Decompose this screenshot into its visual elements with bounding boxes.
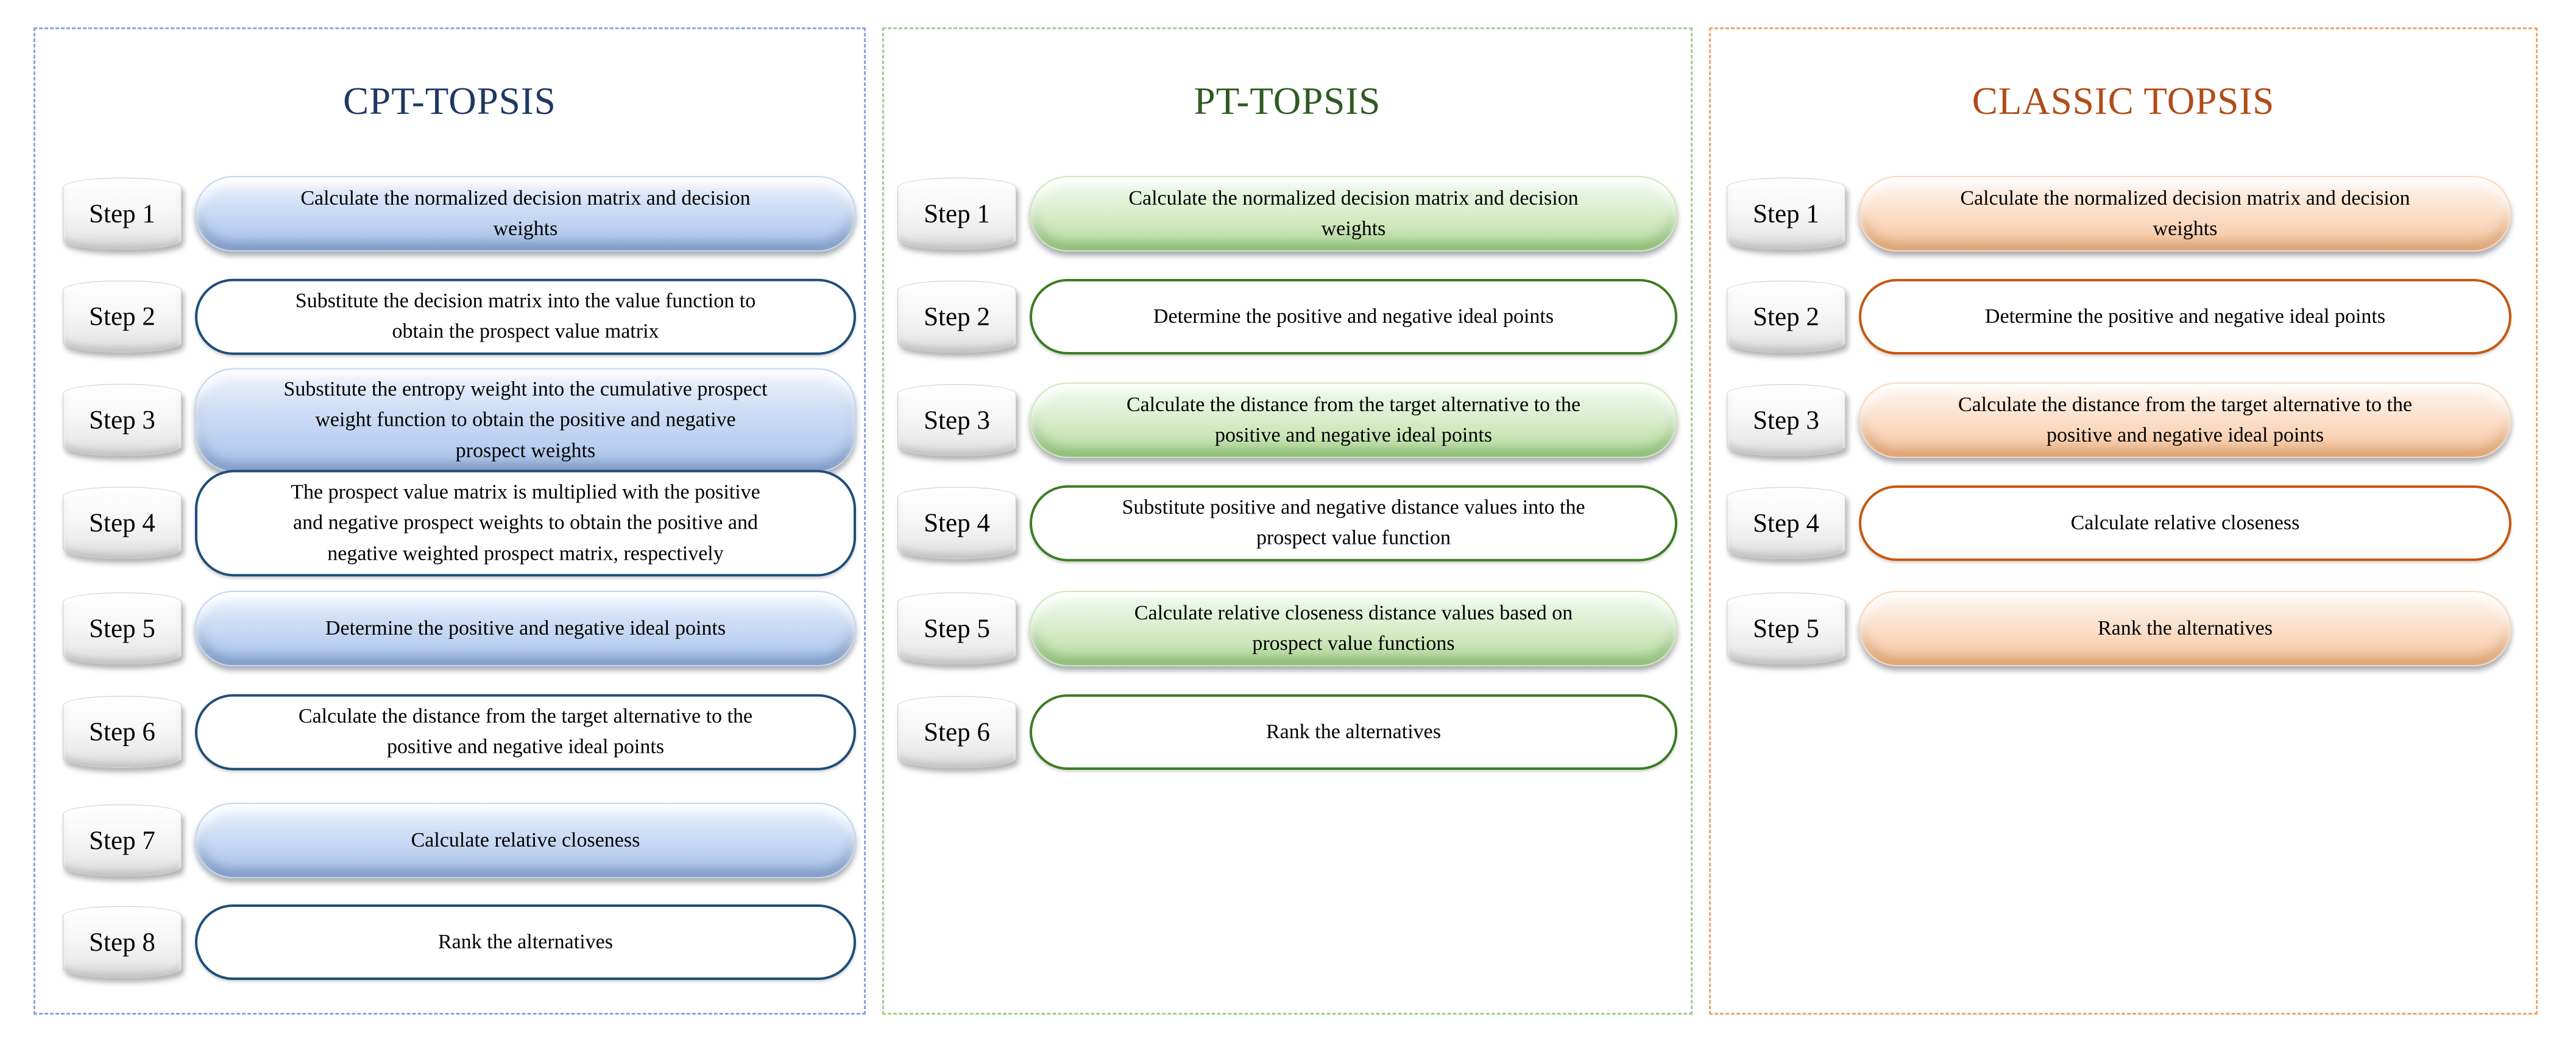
step-text: Calculate relative closeness [2070, 511, 2300, 534]
step-tab: Step 1 [1727, 178, 1845, 250]
step-row: Step 6 Calculate the distance from the t… [35, 694, 864, 770]
step-tab: Step 4 [63, 487, 182, 559]
step-tab: Step 1 [63, 178, 182, 250]
step-row: Step 5 Rank the alternatives [1711, 591, 2536, 666]
step-tab: Step 6 [63, 696, 182, 768]
step-text: Calculate the distance from the target a… [1958, 393, 2413, 446]
step-tab: Step 6 [897, 696, 1016, 768]
step-text: Calculate the normalized decision matrix… [300, 186, 751, 240]
step-row: Step 6 Rank the alternatives [884, 694, 1691, 770]
step-text: Calculate relative closeness distance va… [1134, 601, 1573, 655]
panel-classic-topsis: CLASSIC TOPSIS Step 1 Calculate the norm… [1709, 27, 2538, 1015]
step-tab: Step 5 [63, 593, 182, 664]
step-row: Step 1 Calculate the normalized decision… [1711, 176, 2536, 252]
step-text: Calculate relative closeness [411, 828, 640, 851]
step-tab: Step 5 [897, 593, 1016, 664]
step-text: Substitute the decision matrix into the … [295, 289, 756, 343]
step-pill: Calculate the distance from the target a… [195, 694, 856, 770]
step-text: Determine the positive and negative idea… [325, 616, 726, 640]
step-pill: Calculate relative closeness [195, 803, 856, 878]
step-row: Step 5 Calculate relative closeness dist… [884, 591, 1691, 666]
step-pill: Rank the alternatives [1030, 694, 1677, 770]
step-pill: Substitute the entropy weight into the c… [195, 368, 856, 473]
step-tab: Step 5 [1727, 593, 1845, 664]
step-pill: Determine the positive and negative idea… [1030, 279, 1677, 354]
step-text: Substitute positive and negative distanc… [1122, 496, 1585, 549]
step-text: Determine the positive and negative idea… [1984, 305, 2386, 328]
step-row: Step 2 Determine the positive and negati… [884, 279, 1691, 354]
step-tab: Step 4 [897, 487, 1016, 559]
step-tab: Step 8 [63, 906, 182, 978]
step-pill: Rank the alternatives [195, 904, 856, 980]
step-text: Rank the alternatives [1265, 720, 1441, 743]
step-pill: Calculate relative closeness distance va… [1030, 591, 1677, 666]
step-row: Step 1 Calculate the normalized decision… [884, 176, 1691, 252]
step-pill: Calculate the normalized decision matrix… [1030, 176, 1677, 252]
step-text: Rank the alternatives [437, 930, 613, 953]
step-text: Determine the positive and negative idea… [1153, 305, 1554, 328]
page-title: CLASSIC TOPSIS [1972, 80, 2275, 122]
step-pill: Substitute the decision matrix into the … [195, 278, 856, 355]
step-row: Step 4 Calculate relative closeness [1711, 485, 2536, 561]
step-text: Calculate the distance from the target a… [298, 705, 753, 758]
step-pill: Calculate the distance from the target a… [1859, 382, 2511, 458]
step-pill: Calculate the normalized decision matrix… [1859, 176, 2511, 252]
step-text: Calculate the normalized decision matrix… [1128, 186, 1579, 240]
step-pill: Calculate the normalized decision matrix… [195, 176, 856, 252]
step-text: The prospect value matrix is multiplied … [291, 481, 760, 565]
step-row: Step 8 Rank the alternatives [35, 904, 864, 980]
step-tab: Step 2 [897, 281, 1016, 353]
step-row: Step 3 Substitute the entropy weight int… [35, 368, 864, 473]
step-row: Step 1 Calculate the normalized decision… [35, 176, 864, 252]
step-tab: Step 3 [897, 384, 1016, 456]
step-pill: Determine the positive and negative idea… [195, 591, 856, 666]
step-row: Step 2 Substitute the decision matrix in… [35, 278, 864, 355]
step-tab: Step 3 [1727, 384, 1845, 456]
step-pill: Rank the alternatives [1859, 591, 2511, 666]
step-tab: Step 2 [1727, 281, 1845, 353]
page-title: CPT-TOPSIS [343, 80, 556, 122]
panel-pt-topsis: PT-TOPSIS Step 1 Calculate the normalize… [882, 27, 1693, 1015]
step-tab: Step 3 [63, 384, 182, 456]
step-text: Calculate the normalized decision matrix… [1960, 186, 2410, 240]
step-pill: The prospect value matrix is multiplied … [195, 470, 856, 577]
step-row: Step 7 Calculate relative closeness [35, 803, 864, 878]
step-text: Rank the alternatives [2097, 616, 2273, 640]
panel-cpt-topsis: CPT-TOPSIS Step 1 Calculate the normaliz… [34, 27, 866, 1015]
step-pill: Calculate relative closeness [1859, 485, 2511, 561]
step-tab: Step 2 [63, 281, 182, 353]
step-row: Step 2 Determine the positive and negati… [1711, 279, 2536, 354]
step-row: Step 4 The prospect value matrix is mult… [35, 470, 864, 577]
step-tab: Step 7 [63, 805, 182, 876]
step-tab: Step 4 [1727, 487, 1845, 559]
step-pill: Substitute positive and negative distanc… [1030, 485, 1677, 562]
step-pill: Calculate the distance from the target a… [1030, 382, 1677, 458]
step-row: Step 3 Calculate the distance from the t… [884, 382, 1691, 458]
step-text: Substitute the entropy weight into the c… [283, 378, 768, 462]
step-row: Step 3 Calculate the distance from the t… [1711, 382, 2536, 458]
step-row: Step 5 Determine the positive and negati… [35, 591, 864, 666]
step-row: Step 4 Substitute positive and negative … [884, 485, 1691, 562]
step-text: Calculate the distance from the target a… [1126, 393, 1581, 446]
step-pill: Determine the positive and negative idea… [1859, 279, 2511, 354]
step-tab: Step 1 [897, 178, 1016, 250]
page-title: PT-TOPSIS [1194, 80, 1381, 122]
